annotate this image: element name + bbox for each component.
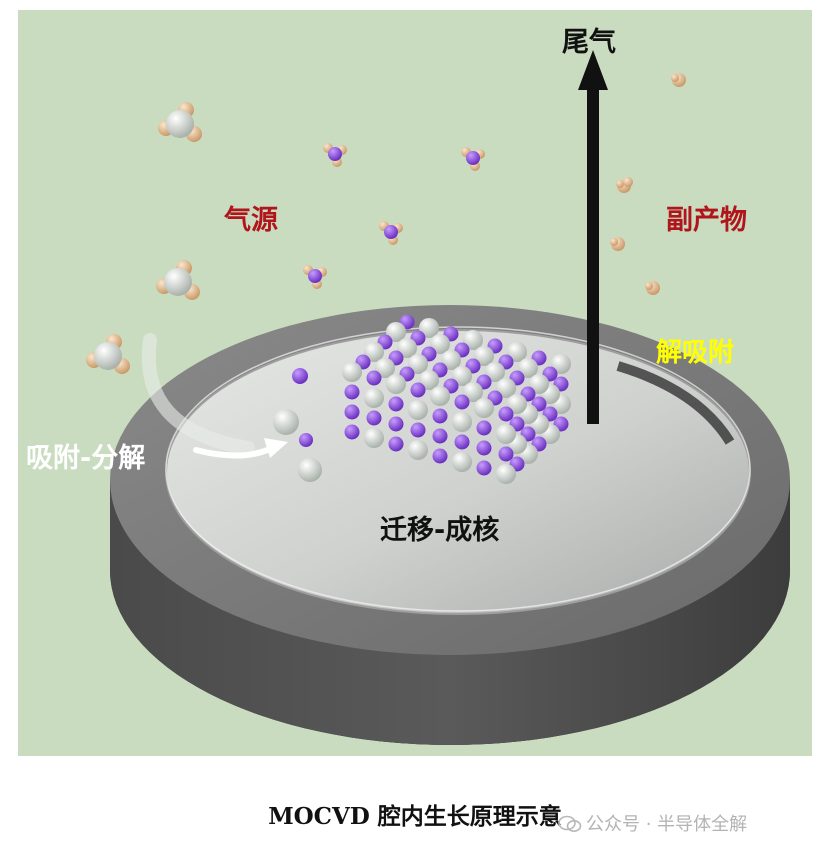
adsorbed-atoms: [273, 368, 322, 482]
lattice-atom-white: [408, 440, 428, 460]
exhaust-label: 尾气: [562, 27, 616, 58]
byproduct-atom: [671, 74, 679, 82]
caption-text: MOCVD 腔内生长原理示意: [268, 803, 562, 830]
lattice-atom-white: [364, 342, 384, 362]
susceptor: [110, 305, 790, 745]
adsorption-arrow: [141, 333, 288, 459]
lattice-atom-white: [452, 412, 472, 432]
byproduct-atom: [616, 180, 624, 188]
lattice-atom-white: [463, 382, 483, 402]
lattice-atom-white: [364, 428, 384, 448]
lattice-atom-purple: [432, 448, 448, 464]
nitrogen-atom: [466, 151, 480, 165]
lattice-atom-white: [452, 452, 472, 472]
lattice-atom-white: [419, 370, 439, 390]
lattice-atom-purple: [454, 434, 470, 450]
lattice-atom-white: [529, 374, 549, 394]
migration-nucleation-label: 迁移-成核: [380, 515, 500, 546]
lattice-atom-purple: [410, 382, 426, 398]
lattice-atom-white: [419, 318, 439, 338]
adsorption-decomposition-label: 吸附-分解: [26, 443, 146, 474]
wechat-icon: [558, 815, 582, 832]
adsorbed-atom-purple: [292, 368, 308, 384]
mocvd-diagram: [18, 10, 812, 756]
lattice-atom-white: [496, 424, 516, 444]
desorption-label: 解吸附: [656, 338, 735, 368]
gas-molecules: [86, 73, 686, 374]
lattice-atom-purple: [454, 394, 470, 410]
lattice-atom-white: [364, 388, 384, 408]
lattice-atom-white: [408, 400, 428, 420]
metal-atom: [94, 342, 122, 370]
byproduct-atom: [610, 238, 618, 246]
lattice-atom-purple: [432, 408, 448, 424]
metal-atom: [166, 110, 194, 138]
lattice-atom-white: [386, 322, 406, 342]
lattice-atom-white: [551, 354, 571, 374]
metal-atom: [164, 268, 192, 296]
lattice-atom-purple: [476, 440, 492, 456]
exhaust-arrow: [578, 50, 608, 424]
lattice-atom-purple: [410, 422, 426, 438]
lattice-atom-purple: [344, 384, 360, 400]
lattice-atom-white: [397, 338, 417, 358]
nitrogen-atom: [384, 225, 398, 239]
lattice-atom-white: [375, 358, 395, 378]
lattice-atom-white: [441, 350, 461, 370]
lattice-atom-white: [474, 346, 494, 366]
lattice-atom-white: [452, 366, 472, 386]
lattice-atom-white: [408, 354, 428, 374]
nitrogen-atom: [328, 147, 342, 161]
lattice-atom-purple: [366, 410, 382, 426]
crystal-nucleus: [342, 314, 571, 484]
lattice-atom-white: [430, 386, 450, 406]
lattice-atom-white: [496, 464, 516, 484]
byproduct-atom: [645, 282, 653, 290]
lattice-atom-purple: [388, 396, 404, 412]
lattice-atom-white: [386, 374, 406, 394]
byproduct-label: 副产物: [666, 205, 747, 236]
byproduct-atom: [623, 177, 633, 187]
figure-caption: MOCVD 腔内生长原理示意: [0, 797, 830, 831]
lattice-atom-purple: [498, 446, 514, 462]
adsorbed-atom-white: [298, 458, 322, 482]
lattice-atom-purple: [476, 460, 492, 476]
lattice-atom-white: [496, 378, 516, 398]
adsorbed-atom-purple: [299, 433, 313, 447]
nitrogen-atom: [308, 269, 322, 283]
wafer-flat-shadow: [616, 361, 735, 445]
lattice-atom-white: [507, 342, 527, 362]
lattice-atom-white: [474, 398, 494, 418]
lattice-atom-white: [463, 330, 483, 350]
lattice-atom-white: [342, 362, 362, 382]
watermark: 公众号 · 半导体全解: [558, 810, 747, 836]
lattice-atom-purple: [498, 406, 514, 422]
lattice-atom-white: [518, 358, 538, 378]
gas-source-label: 气源: [224, 205, 278, 236]
lattice-atom-white: [430, 334, 450, 354]
lattice-atom-purple: [388, 416, 404, 432]
lattice-atom-purple: [344, 424, 360, 440]
lattice-atom-white: [507, 394, 527, 414]
lattice-atom-purple: [388, 436, 404, 452]
lattice-atom-purple: [366, 370, 382, 386]
lattice-atom-purple: [344, 404, 360, 420]
adsorbed-atom-white: [273, 409, 299, 435]
lattice-atom-purple: [476, 420, 492, 436]
lattice-atom-white: [485, 362, 505, 382]
lattice-atom-purple: [432, 428, 448, 444]
watermark-text: 公众号 · 半导体全解: [586, 814, 748, 835]
